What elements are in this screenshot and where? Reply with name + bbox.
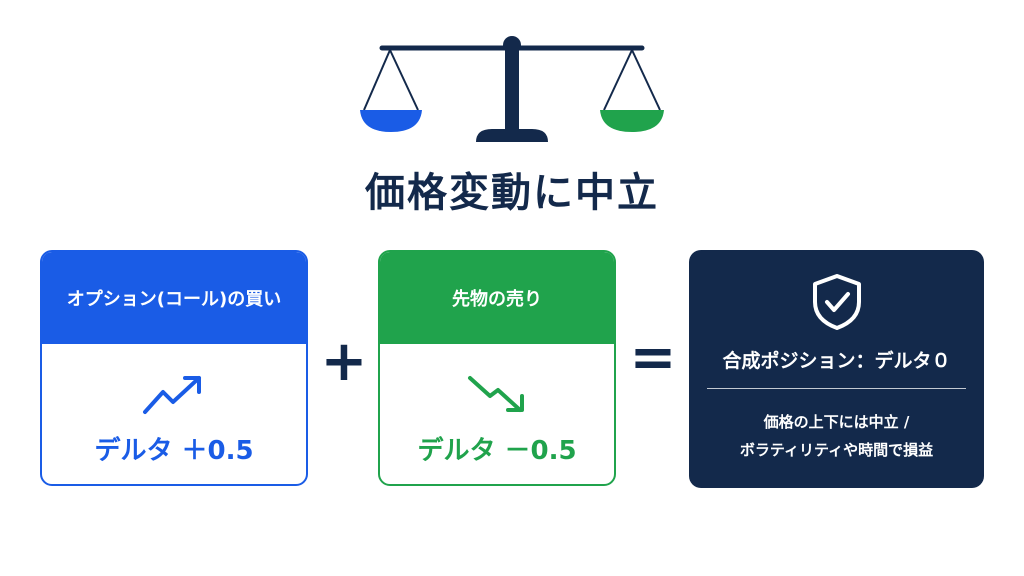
- divider: [707, 388, 966, 389]
- call-option-buy-card: オプション(コール)の買い デルタ ＋0.5: [40, 250, 308, 486]
- card-body: デルタ ＋0.5: [42, 344, 306, 484]
- equals-operator: =: [629, 325, 677, 390]
- result-description: 価格の上下には中立 / ボラティリティや時間で損益: [689, 408, 984, 464]
- result-desc-line1: 価格の上下には中立 /: [763, 413, 910, 431]
- card-header: 先物の売り: [380, 252, 614, 344]
- trend-down-icon: [468, 376, 524, 412]
- delta-value: デルタ －0.5: [417, 436, 577, 466]
- result-title: 合成ポジション：デルタ０: [722, 350, 951, 372]
- balance-scale-icon: [360, 36, 664, 142]
- page-title: 価格変動に中立: [365, 170, 659, 216]
- card-header: オプション(コール)の買い: [42, 252, 306, 344]
- trend-up-icon: [143, 376, 201, 414]
- shield-check-icon: [812, 274, 861, 330]
- delta-value: デルタ ＋0.5: [94, 436, 254, 466]
- result-desc-line2: ボラティリティや時間で損益: [739, 441, 934, 459]
- futures-sell-card: 先物の売り デルタ －0.5: [378, 250, 616, 486]
- plus-operator: +: [320, 329, 368, 394]
- card-body: デルタ －0.5: [380, 344, 614, 484]
- synthetic-position-card: 合成ポジション：デルタ０ 価格の上下には中立 / ボラティリティや時間で損益: [689, 250, 984, 488]
